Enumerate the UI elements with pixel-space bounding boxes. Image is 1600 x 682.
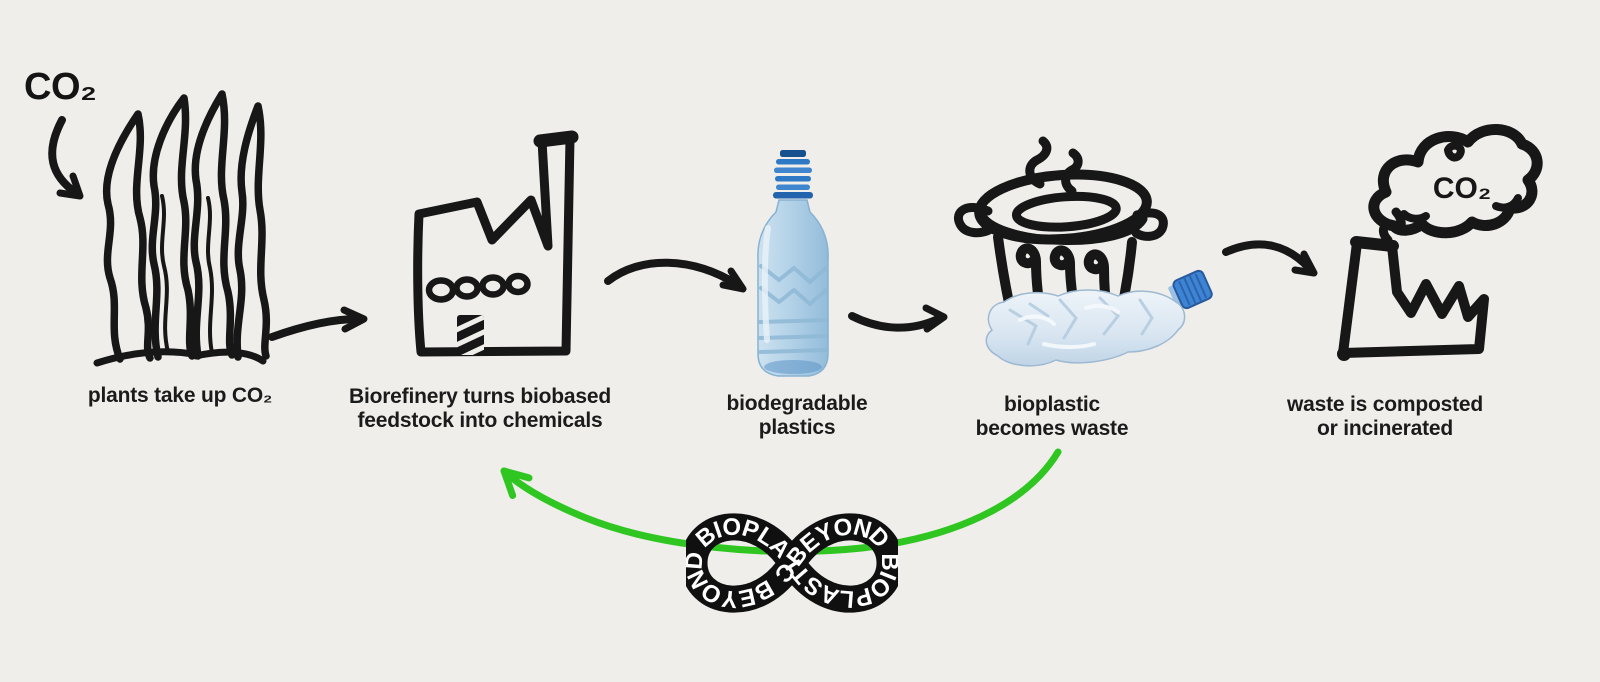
crumpled-bottle-image <box>985 269 1213 367</box>
seaweed-leaf <box>148 94 196 361</box>
arrow-plants-to-biorefinery <box>268 306 368 341</box>
bin-handle-left <box>954 203 996 238</box>
plants-sketch <box>93 90 271 367</box>
chimney-cap <box>533 130 579 148</box>
infinity-ring <box>686 513 898 613</box>
infinity-logo: BEYOND BIOPLASTIC BEYOND BIOPLASTIC <box>686 513 898 614</box>
arrow-biorefinery-to-plastics <box>604 258 747 293</box>
seaweed-leaf <box>233 102 271 361</box>
step-label-biorefinery: Biorefinery turns biobased feedstock int… <box>348 385 612 433</box>
co2-start-label: CO₂ <box>24 66 97 108</box>
step-label-plants: plants take up CO₂ <box>87 384 273 407</box>
factory-outline <box>413 133 575 357</box>
step-label-plastics: biodegradable plastics <box>726 392 868 440</box>
arrow-plastics-to-waste <box>848 304 948 333</box>
water-bottle-image <box>757 150 829 377</box>
svg-text:BEYOND BIOPLASTIC BEYOND BIOPL: BEYOND BIOPLASTIC BEYOND BIOPLASTIC <box>686 513 898 614</box>
factory-window <box>425 277 457 303</box>
arrow-co2-to-plants <box>48 116 84 200</box>
bottle-body <box>757 199 829 377</box>
factory-window <box>479 274 507 298</box>
infinity-ring-text: BEYOND BIOPLASTIC BEYOND BIOPLASTIC <box>686 513 898 614</box>
incinerator-icon: CO₂ <box>1337 124 1543 361</box>
bin-rim-inner <box>1011 191 1121 232</box>
biorefinery-icon <box>413 130 579 357</box>
factory-window <box>453 276 481 300</box>
bin-handle-right <box>1131 208 1168 241</box>
co2-cloud <box>1368 124 1543 239</box>
factory-outline <box>1338 238 1489 358</box>
seaweed-leaf <box>102 110 154 363</box>
chimney-cap <box>1350 236 1399 252</box>
factory-window <box>505 272 531 296</box>
arrow-waste-to-compost <box>1222 240 1318 277</box>
ground-line <box>93 348 267 367</box>
step-label-waste: bioplastic becomes waste <box>975 393 1129 441</box>
step-label-compost: waste is composted or incinerated <box>1287 393 1483 441</box>
seaweed-leaf <box>190 90 236 360</box>
cloud-co2-label: CO₂ <box>1433 172 1491 205</box>
crumpled-body <box>985 289 1186 367</box>
